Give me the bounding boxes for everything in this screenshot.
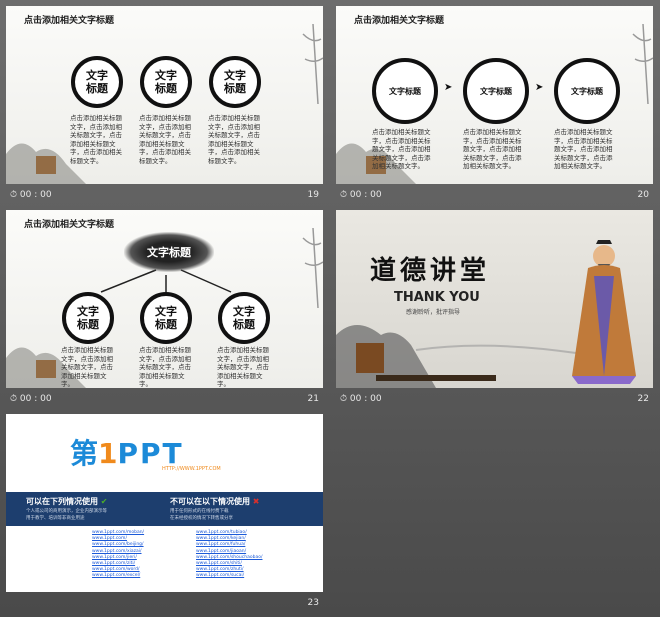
ink-mountain-decoration [6,143,86,184]
confucius-figure-illustration [572,240,636,384]
slide-number: 23 [307,598,319,608]
body-text-2: 点击添加相关标题文字，点击添加相关标题文字，点击添加相关标题文字。 [139,346,191,388]
slide-title: 点击添加相关文字标题 [354,16,445,26]
link-item[interactable]: www.1ppt.com/tubiao/ [196,530,247,535]
body-text-1: 点击添加相关标题文字，点击添加相关标题文字，点击添加相关标题文字，点击添加相关标… [372,128,431,170]
link-item[interactable]: www.1ppt.com/excel/ [92,573,141,579]
deny-line-2: 在未经授权的情况下转售或分享 [170,516,233,521]
slide-19-canvas[interactable]: 点击添加相关文字标题 文字 标题 文字 标题 文字 标题 点击添加相关标题文字，… [6,6,323,184]
timing-label: ⏱ 00 : 00 [10,394,52,404]
deny-line-1: 用于任何形式的在线付费下载 [170,509,229,514]
circle-title-2: 文字 标题 [140,56,192,108]
allow-line-2: 用于教学、培训等非商业用途 [26,516,85,521]
slide-info-bar: ⏱ 00 : 00 20 [336,187,653,205]
ink-mountain-decoration [6,347,86,388]
body-text-1: 点击添加相关标题文字，点击添加相关标题文字，点击添加相关标题文字。 [61,346,113,388]
link-item[interactable]: www.1ppt.com/moban/ [92,530,145,535]
circle-title-1: 文字标题 [372,58,438,124]
arrow-right-icon: ➤ [444,82,453,93]
thank-you-subtitle: 感谢聆听，批评指导 [406,309,461,316]
body-text-2: 点击添加相关标题文字，点击添加相关标题文字，点击添加相关标题文字，点击添加相关标… [139,114,191,165]
link-item[interactable]: www.1ppt.com/shouchaobao/ [196,554,263,560]
connector-lines [100,269,232,293]
deny-title: 不可以在以下情况使用 ✖ [170,497,260,506]
circle-title-3: 文字标题 [554,58,620,124]
link-item[interactable]: www.1ppt.com/ziti/ [92,561,136,567]
slide-number: 20 [637,190,649,200]
arrow-right-icon: ➤ [535,82,544,93]
link-list-left: www.1ppt.com/moban/ www.1ppt.com/ www.1p… [92,530,144,580]
brand-logo: 第1PPT [70,437,184,470]
link-item[interactable]: www.1ppt.com/beijing/ [92,542,144,548]
bamboo-decoration [302,228,323,308]
ink-landscape-decoration [336,325,577,388]
link-item[interactable]: www.1ppt.com/shiti/ [196,561,242,567]
circle-title-1: 文字 标题 [71,56,123,108]
circle-title-3: 文字 标题 [218,292,270,344]
body-text-3: 点击添加相关标题文字，点击添加相关标题文字，点击添加相关标题文字。 [217,346,269,388]
body-text-1: 点击添加相关标题文字，点击添加相关标题文字，点击添加相关标题文字，点击添加相关标… [70,114,122,165]
cloud-label: 文字标题 [147,246,191,259]
slide-number: 21 [307,394,319,404]
slide-info-bar: 23 [6,595,323,613]
slide-info-bar: ⏱ 00 : 00 19 [6,187,323,205]
ink-cloud-title: 文字标题 [124,232,214,272]
slide-22-canvas[interactable]: 道德讲堂 THANK YOU 感谢聆听，批评指导 [336,210,653,388]
ink-mountain-decoration [336,143,416,184]
link-item[interactable]: www.1ppt.com/jiaoan/ [196,548,247,554]
circle-title-2: 文字标题 [463,58,529,124]
link-item[interactable]: www.1ppt.com/xiazai/ [92,548,142,554]
body-text-3: 点击添加相关标题文字，点击添加相关标题文字，点击添加相关标题文字，点击添加相关标… [208,114,260,165]
link-item[interactable]: www.1ppt.com/zhuti/ [196,567,244,573]
slide-info-bar: ⏱ 00 : 00 22 [336,391,653,409]
slide-info-bar: ⏱ 00 : 00 21 [6,391,323,409]
allow-line-1: 个人或公司的商用演示，企业内部演示等 [26,509,107,514]
link-item[interactable]: www.1ppt.com/ [92,536,127,542]
bamboo-decoration [632,24,653,104]
slide-number: 22 [637,394,649,404]
slide-23-canvas[interactable]: 第1PPT HTTP://WWW.1PPT.COM 可以在下列情况使用 ✔ 个人… [6,414,323,592]
slide-21-canvas[interactable]: 点击添加相关文字标题 文字标题 文字 标题 文字 标题 文字 标题 点击添加相关… [6,210,323,388]
allow-title: 可以在下列情况使用 ✔ [26,497,108,506]
timing-label: ⏱ 00 : 00 [340,190,382,200]
body-text-2: 点击添加相关标题文字，点击添加相关标题文字，点击添加相关标题文字，点击添加相关标… [463,128,522,170]
timing-label: ⏱ 00 : 00 [340,394,382,404]
thank-you-text: THANK YOU [394,290,480,305]
circle-title-3: 文字 标题 [209,56,261,108]
body-text-3: 点击添加相关标题文字，点击添加相关标题文字，点击添加相关标题文字，点击添加相关标… [554,128,613,170]
cross-icon: ✖ [252,497,260,506]
circle-title-1: 文字 标题 [62,292,114,344]
link-item[interactable]: www.1ppt.com/jieri/ [92,554,137,560]
timing-label: ⏱ 00 : 00 [10,190,52,200]
brand-url: HTTP://WWW.1PPT.COM [162,466,221,472]
link-list-right: www.1ppt.com/tubiao/ www.1ppt.com/kejian… [196,530,262,580]
bamboo-decoration [302,24,323,104]
usage-banner: 可以在下列情况使用 ✔ 个人或公司的商用演示，企业内部演示等 用于教学、培训等非… [6,492,323,526]
slide-title: 点击添加相关文字标题 [24,220,115,230]
slide-20-canvas[interactable]: 点击添加相关文字标题 文字标题 ➤ 文字标题 ➤ 文字标题 点击添加相关标题文字… [336,6,653,184]
check-icon: ✔ [100,497,108,506]
link-item[interactable]: www.1ppt.com/fuhua/ [196,542,246,548]
link-item[interactable]: www.1ppt.com/kejian/ [196,536,246,542]
slide-title: 点击添加相关文字标题 [24,16,115,26]
calligraphy-title: 道德讲堂 [370,256,491,286]
circle-title-2: 文字 标题 [140,292,192,344]
slide-number: 19 [307,190,319,200]
link-item[interactable]: www.1ppt.com/word/ [92,567,140,573]
link-item[interactable]: www.1ppt.com/sucai/ [196,573,245,579]
